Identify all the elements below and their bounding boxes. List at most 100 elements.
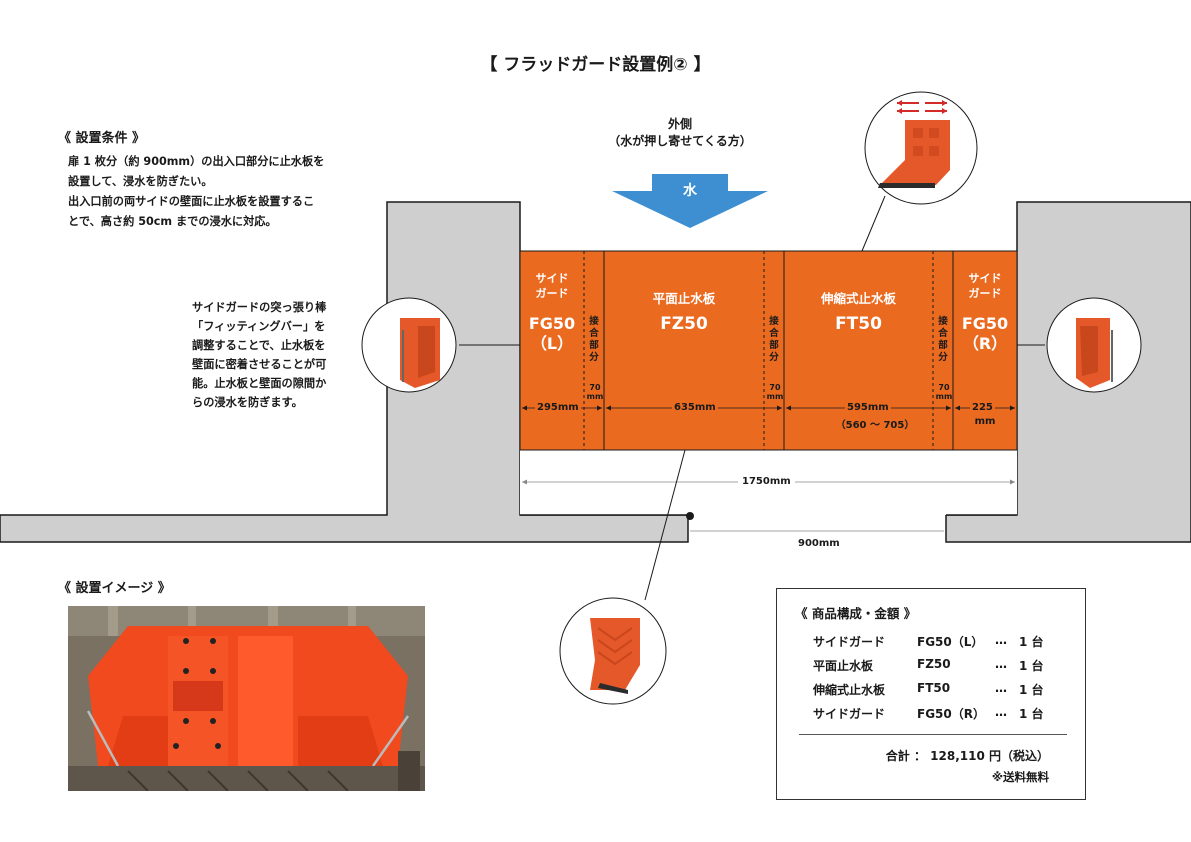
joint-char: 部 bbox=[589, 340, 599, 351]
joint-char: 接 bbox=[769, 316, 779, 327]
fitting-line: 調整することで、止水板を bbox=[192, 339, 326, 352]
water-direction-arrow bbox=[612, 174, 768, 228]
item-name: 伸縮式止水板 bbox=[813, 683, 886, 697]
fz50-name: 平面止水板 bbox=[652, 291, 716, 306]
callout-top-right bbox=[864, 91, 978, 205]
joint-width: 70 mm bbox=[766, 383, 784, 401]
price-summary-box: 《 商品構成・金額 》 サイドガード FG50（L） … 1 台 平面止水板 F… bbox=[776, 588, 1086, 800]
item-code: FT50 bbox=[917, 681, 951, 695]
ft50-code: FT50 bbox=[835, 314, 882, 334]
joint-width-unit: mm bbox=[766, 392, 784, 401]
joint-width-value: 70 bbox=[769, 383, 781, 392]
fitting-line: らの浸水を防ぎます。 bbox=[192, 396, 303, 409]
joint-label: 接 合 部 分 bbox=[936, 316, 950, 364]
item-name: サイドガード bbox=[813, 635, 886, 649]
joint-char: 合 bbox=[938, 328, 948, 339]
fg50-l-code-text: FG50 bbox=[528, 314, 576, 333]
item-qty: 1 台 bbox=[1019, 635, 1044, 649]
joint-char: 合 bbox=[769, 328, 779, 339]
fitting-line: 能。止水板と壁面の隙間か bbox=[192, 377, 327, 390]
conditions-line: 扉 1 枚分（約 900mm）の出入口部分に止水板を bbox=[68, 155, 325, 168]
fg50-r-name: サイド ガード bbox=[953, 271, 1017, 301]
joint-width-unit: mm bbox=[935, 392, 953, 401]
fg50-l-name: サイド ガード bbox=[520, 271, 584, 301]
fg50-r-name-line1: サイド bbox=[968, 272, 1002, 285]
ft50-range: （560 ～ 705） bbox=[835, 420, 915, 431]
dimension-arrowheads bbox=[522, 405, 1015, 411]
item-code: FZ50 bbox=[917, 657, 951, 671]
fg50-r-width-unit: mm bbox=[974, 416, 996, 427]
item-qty: 1 台 bbox=[1019, 707, 1044, 721]
joint-char: 合 bbox=[589, 328, 599, 339]
ft50-width: 595mm bbox=[845, 402, 891, 413]
item-dots: … bbox=[995, 705, 1007, 719]
ft50-name: 伸縮式止水板 bbox=[820, 291, 896, 306]
page-title: 【 フラッドガード設置例② 】 bbox=[480, 55, 711, 75]
fg50-r-width: 225 bbox=[970, 402, 995, 413]
item-name: 平面止水板 bbox=[813, 659, 874, 673]
fg50-l-width: 295mm bbox=[535, 402, 581, 413]
joint-char: 分 bbox=[938, 352, 948, 363]
fz50-width: 635mm bbox=[672, 402, 718, 413]
joint-width: 70 mm bbox=[935, 383, 953, 401]
callout-right bbox=[1046, 297, 1142, 393]
fg50-l-name-line1: サイド bbox=[535, 272, 569, 285]
panel-fg50-r bbox=[952, 250, 1018, 451]
fitting-line: サイドガードの突っ張り棒 bbox=[192, 301, 327, 314]
price-total: 合計 ： 128,110 円（税込） bbox=[885, 749, 1049, 763]
installation-photo-drawing bbox=[68, 606, 425, 791]
item-name: サイドガード bbox=[813, 707, 886, 721]
joint-char: 部 bbox=[938, 340, 948, 351]
conditions-line: 設置して、浸水を防ぎたい。 bbox=[68, 175, 213, 188]
fg50-r-side: （R） bbox=[962, 334, 1008, 353]
joint-char: 分 bbox=[769, 352, 779, 363]
joint-width: 70 mm bbox=[586, 383, 604, 401]
callout-left bbox=[361, 297, 457, 393]
callout-leaders bbox=[459, 195, 1045, 601]
joint-char: 接 bbox=[938, 316, 948, 327]
joint-width-unit: mm bbox=[586, 392, 604, 401]
joint-char: 接 bbox=[589, 316, 599, 327]
price-divider bbox=[799, 734, 1067, 735]
fitting-line: 「フィッティングバー」を bbox=[192, 320, 326, 333]
joint-width-value: 70 bbox=[589, 383, 601, 392]
item-dots: … bbox=[995, 681, 1007, 695]
item-dots: … bbox=[995, 633, 1007, 647]
fg50-l-side: （L） bbox=[530, 334, 574, 353]
conditions-heading: 《 設置条件 》 bbox=[58, 131, 146, 146]
fg50-l-name-line2: ガード bbox=[535, 287, 569, 300]
fg50-r-code: FG50 （R） bbox=[953, 314, 1017, 354]
price-heading: 《 商品構成・金額 》 bbox=[795, 606, 917, 621]
shipping-note: ※送料無料 bbox=[991, 770, 1049, 784]
conditions-line: とで、高さ約 50cm までの浸水に対応。 bbox=[68, 215, 277, 228]
item-code: FG50（R） bbox=[917, 707, 985, 721]
fg50-l-code: FG50 （L） bbox=[520, 314, 584, 354]
fitting-line: 壁面に密着させることが可 bbox=[192, 358, 327, 371]
opening-width-label: 900mm bbox=[794, 538, 844, 549]
conditions-text: 扉 1 枚分（約 900mm）の出入口部分に止水板を 設置して、浸水を防ぎたい。… bbox=[68, 152, 368, 232]
fg50-r-code-text: FG50 bbox=[961, 314, 1009, 333]
fitting-note: サイドガードの突っ張り棒 「フィッティングバー」を 調整することで、止水板を 壁… bbox=[192, 298, 372, 412]
outside-line-1: 外側 bbox=[667, 117, 692, 131]
installation-photo bbox=[68, 606, 425, 791]
outside-label: 外側 （水が押し寄せてくる方） bbox=[560, 116, 800, 150]
door-hinge-point bbox=[686, 512, 694, 520]
total-width-label: 1750mm bbox=[738, 476, 795, 487]
joint-label: 接 合 部 分 bbox=[587, 316, 601, 364]
item-qty: 1 台 bbox=[1019, 683, 1044, 697]
callout-bottom bbox=[559, 597, 667, 705]
joint-char: 分 bbox=[589, 352, 599, 363]
outside-line-2: （水が押し寄せてくる方） bbox=[608, 134, 752, 148]
item-code: FG50（L） bbox=[917, 635, 984, 649]
joint-width-value: 70 bbox=[938, 383, 950, 392]
joint-char: 部 bbox=[769, 340, 779, 351]
conditions-line: 出入口前の両サイドの壁面に止水板を設置するこ bbox=[68, 195, 315, 208]
image-heading: 《 設置イメージ 》 bbox=[58, 581, 171, 596]
fz50-code: FZ50 bbox=[660, 314, 708, 334]
joint-label: 接 合 部 分 bbox=[767, 316, 781, 364]
water-label: 水 bbox=[683, 183, 697, 199]
item-dots: … bbox=[995, 657, 1007, 671]
item-qty: 1 台 bbox=[1019, 659, 1044, 673]
panel-fz50 bbox=[603, 250, 785, 451]
